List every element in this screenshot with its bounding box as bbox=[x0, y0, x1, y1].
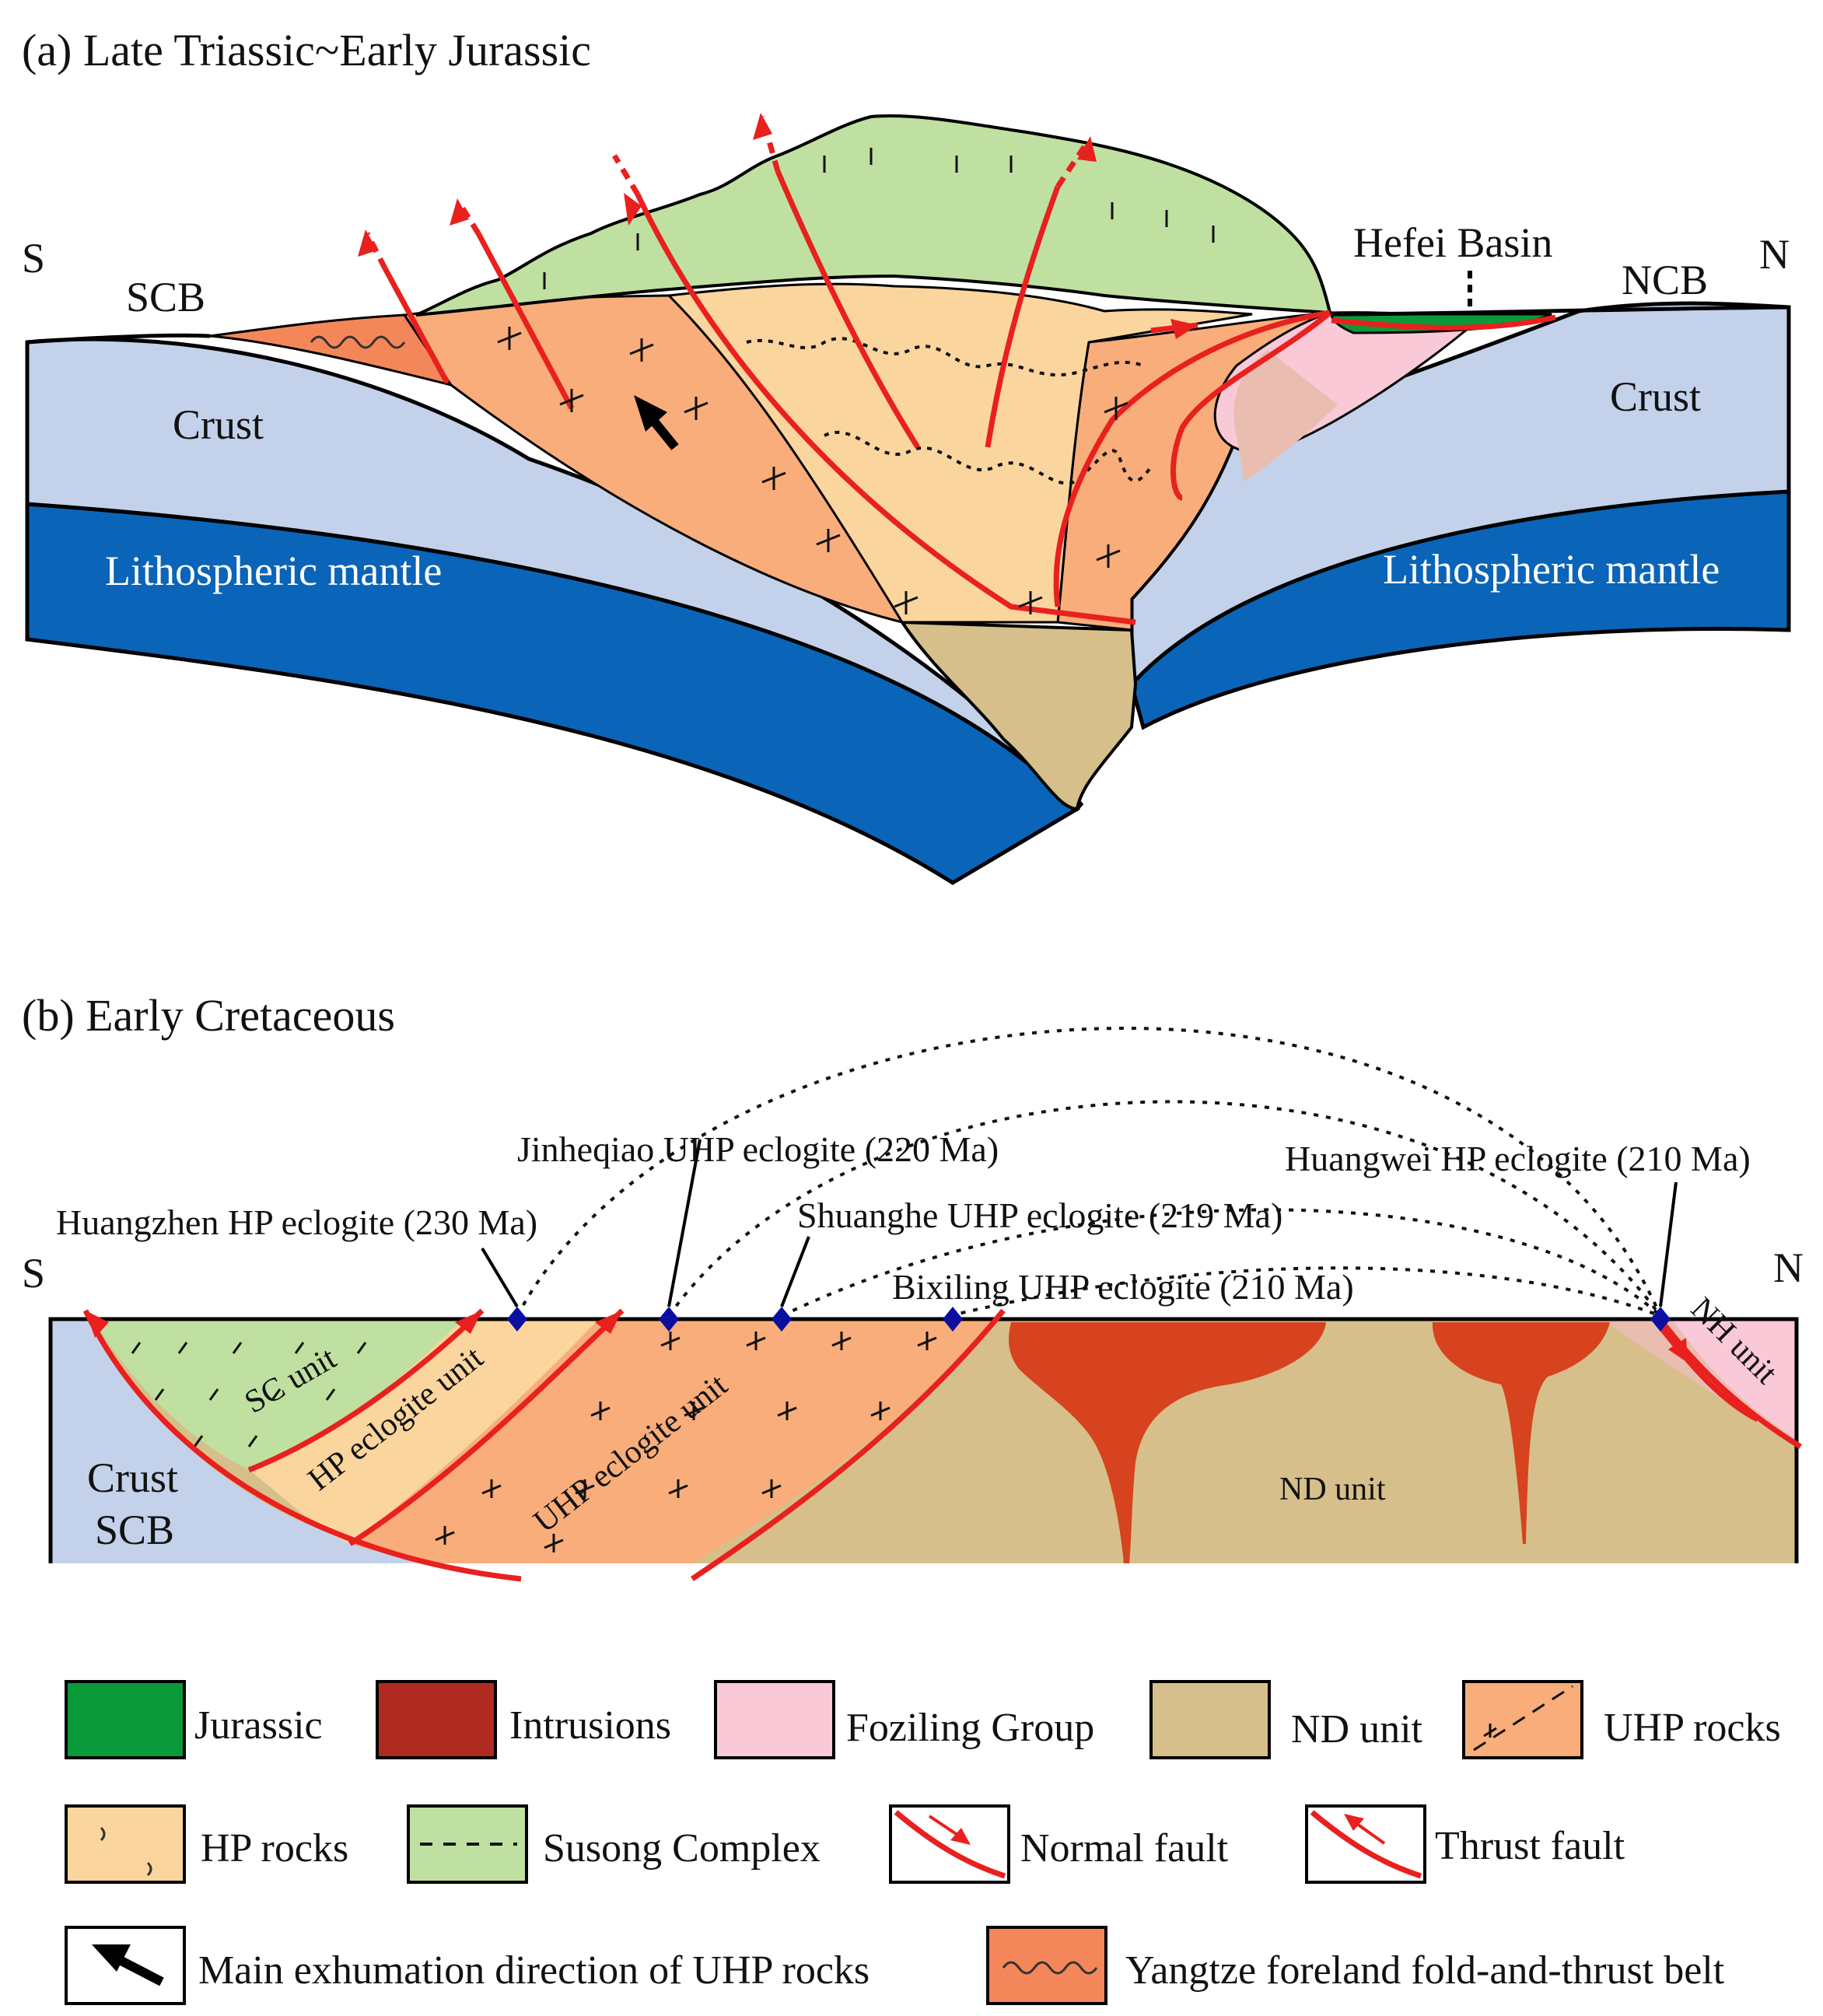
locality-label-huangwei: Huangwei HP eclogite (210 Ma) bbox=[1285, 1139, 1751, 1178]
fault-a2 bbox=[475, 232, 575, 410]
thrust-indicator-a bbox=[1150, 322, 1198, 334]
fault-a6 bbox=[1053, 310, 1331, 607]
hp-eclogite-unit-block bbox=[249, 1319, 599, 1544]
panel-b-south: S bbox=[22, 1250, 45, 1297]
foziling-group-lower bbox=[1233, 350, 1338, 482]
sc-dash-symbols bbox=[131, 1342, 367, 1447]
nd-unit-root bbox=[899, 620, 1138, 811]
legend-label-susong: Susong Complex bbox=[543, 1826, 821, 1871]
uhp-cross-symbols bbox=[497, 327, 1128, 614]
legend-label-intrusions: Intrusions bbox=[509, 1703, 671, 1748]
fault-a1 bbox=[382, 267, 450, 384]
legend-item-hp-rocks: HP rocks bbox=[65, 1804, 348, 1884]
fault-b3 bbox=[348, 1308, 625, 1546]
locality-label-bixiling: Bixiling UHP eclogite (210 Ma) bbox=[892, 1267, 1354, 1307]
marker-jinheqiao bbox=[659, 1307, 679, 1332]
fault-b2 bbox=[247, 1308, 485, 1473]
fault-b4 bbox=[691, 1308, 1006, 1581]
legend-item-jurassic: Jurassic bbox=[65, 1680, 323, 1759]
legend: Jurassic Intrusions Foziling Group ND un… bbox=[65, 1680, 1781, 2005]
legend-label-nd-unit: ND unit bbox=[1291, 1707, 1423, 1752]
label-crust-b: Crust bbox=[87, 1454, 178, 1501]
fault-a3 bbox=[635, 193, 1136, 625]
panel-b-faults bbox=[82, 1308, 1802, 1582]
fault-a8 bbox=[1331, 314, 1556, 331]
susong-dash-symbols bbox=[543, 148, 1215, 289]
legend-item-intrusions: Intrusions bbox=[376, 1680, 671, 1759]
exhumation-arrow-legend-icon bbox=[92, 1944, 131, 1972]
legend-label-normal-fault: Normal fault bbox=[1020, 1826, 1229, 1871]
legend-item-foziling: Foziling Group bbox=[714, 1680, 1094, 1759]
legend-item-susong: Susong Complex bbox=[407, 1804, 821, 1884]
exhumation-arrow-icon bbox=[634, 395, 679, 450]
panel-a-faults bbox=[382, 170, 1556, 625]
foreland-folds bbox=[310, 335, 406, 349]
label-ncb: NCB bbox=[1622, 257, 1708, 303]
legend-item-exhumation: Main exhumation direction of UHP rocks bbox=[65, 1926, 870, 2005]
legend-label-exhumation: Main exhumation direction of UHP rocks bbox=[198, 1948, 870, 1993]
panel-b-title: (b) Early Cretaceous bbox=[22, 990, 395, 1041]
label-mantle-left: Lithospheric mantle bbox=[105, 548, 442, 594]
label-scb: SCB bbox=[126, 274, 205, 320]
panel-a-south: S bbox=[22, 235, 45, 282]
marker-shuanghe bbox=[772, 1307, 792, 1332]
panel-a-title: (a) Late Triassic~Early Jurassic bbox=[22, 25, 591, 75]
fault-a4 bbox=[775, 170, 920, 449]
label-nd-unit: ND unit bbox=[1279, 1472, 1386, 1507]
legend-label-foziling: Foziling Group bbox=[846, 1706, 1094, 1750]
fault-b6 bbox=[1654, 1320, 1759, 1423]
legend-label-uhp-rocks: UHP rocks bbox=[1604, 1706, 1781, 1750]
legend-label-jurassic: Jurassic bbox=[194, 1703, 323, 1748]
label-mantle-right: Lithospheric mantle bbox=[1383, 546, 1720, 593]
label-crust-right: Crust bbox=[1610, 373, 1701, 420]
sc-unit-block bbox=[93, 1319, 463, 1470]
fault-b1 bbox=[82, 1309, 522, 1582]
panel-a: (a) Late Triassic~Early Jurassic bbox=[22, 25, 1791, 885]
legend-item-normal-fault: Normal fault bbox=[889, 1804, 1229, 1884]
uhp-eclogite-unit-block bbox=[350, 1319, 992, 1563]
fault-a5 bbox=[985, 185, 1061, 448]
marker-huangzhen bbox=[507, 1307, 527, 1332]
locality-markers bbox=[507, 1307, 1671, 1332]
uhp-eclogite-cross-symbols bbox=[435, 1332, 937, 1552]
panel-b-dotted-arcs bbox=[516, 1027, 1662, 1318]
legend-item-yangtze: Yangtze foreland fold-and-thrust belt bbox=[986, 1926, 1725, 2005]
crust-scb-block bbox=[51, 1319, 436, 1563]
legend-item-uhp-rocks: UHP rocks bbox=[1462, 1680, 1781, 1759]
legend-label-yangtze: Yangtze foreland fold-and-thrust belt bbox=[1125, 1948, 1725, 1993]
locality-label-jinheqiao: Jinheqiao UHP eclogite (220 Ma) bbox=[517, 1129, 999, 1169]
dotted-trace-lower bbox=[824, 430, 1153, 485]
intrusion-large bbox=[1009, 1322, 1326, 1563]
marker-bixiling bbox=[943, 1307, 963, 1332]
hp-rocks-body bbox=[666, 282, 1253, 624]
label-hefei-basin: Hefei Basin bbox=[1353, 219, 1552, 266]
panel-a-surface bbox=[26, 305, 1790, 345]
legend-item-nd-unit: ND unit bbox=[1149, 1680, 1423, 1759]
locality-label-huangzhen: Huangzhen HP eclogite (230 Ma) bbox=[56, 1202, 537, 1242]
legend-item-thrust-fault: Thrust fault bbox=[1305, 1804, 1625, 1884]
fault-b5 bbox=[1654, 1312, 1802, 1449]
dotted-trace-upper bbox=[746, 337, 1144, 377]
panel-a-north: N bbox=[1759, 231, 1790, 278]
label-scb-b: SCB bbox=[95, 1507, 174, 1553]
locality-label-shuanghe: Shuanghe UHP eclogite (219 Ma) bbox=[797, 1195, 1282, 1235]
intrusion-small bbox=[1432, 1322, 1610, 1544]
legend-label-thrust-fault: Thrust fault bbox=[1435, 1824, 1625, 1868]
panel-b-fault-arrows bbox=[86, 1311, 1688, 1363]
marker-huangwei bbox=[1650, 1307, 1671, 1332]
legend-label-hp-rocks: HP rocks bbox=[201, 1826, 348, 1871]
label-crust-left: Crust bbox=[173, 401, 264, 448]
panel-b-north: N bbox=[1773, 1244, 1804, 1291]
nh-unit-block bbox=[1672, 1319, 1797, 1439]
panel-b: (b) Early Cretaceous bbox=[22, 990, 1804, 1582]
locality-leaders bbox=[481, 1139, 1678, 1308]
fault-a7 bbox=[1170, 310, 1332, 501]
